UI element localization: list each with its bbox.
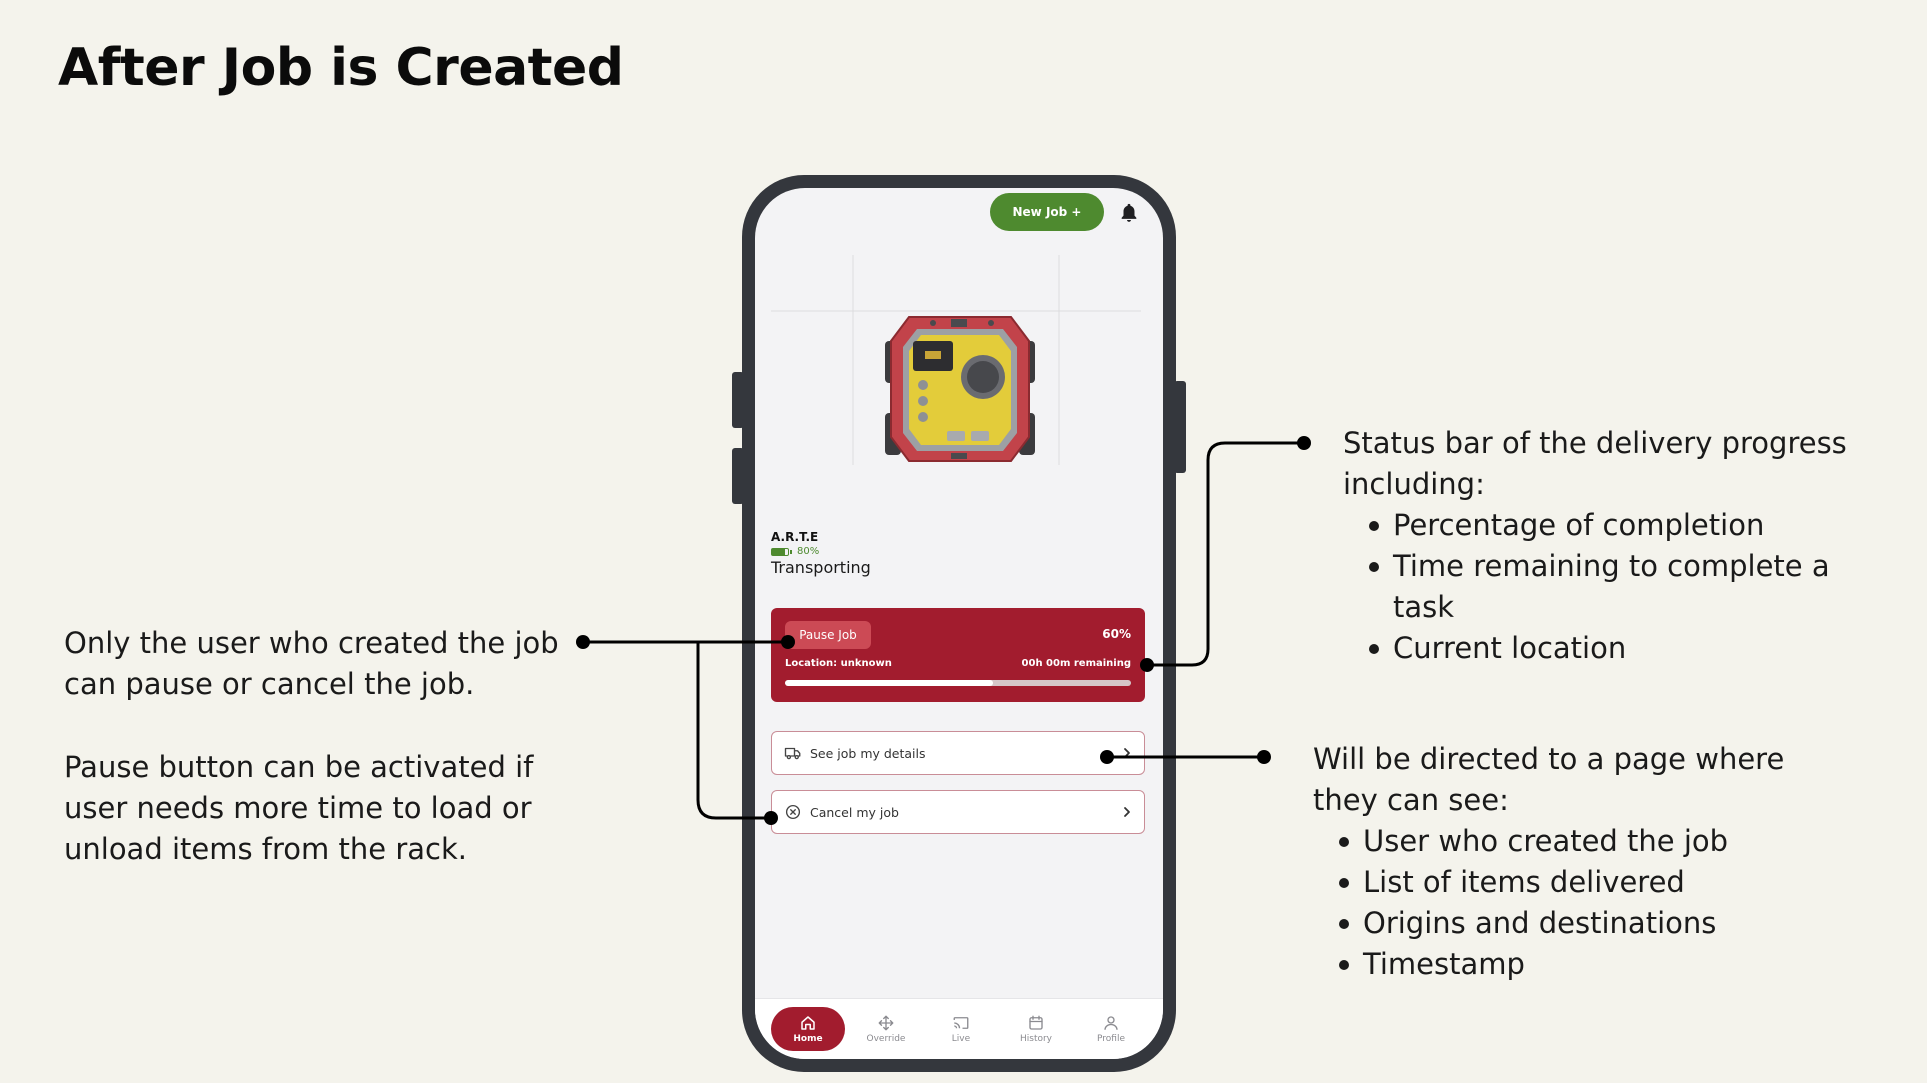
- current-location: Location: unknown: [785, 658, 892, 669]
- close-circle-icon: [785, 804, 801, 820]
- note-status-bar-intro: Status bar of the delivery progress incl…: [1343, 426, 1847, 501]
- nav-item-profile[interactable]: Profile: [1076, 1007, 1146, 1051]
- nav-item-live[interactable]: Live: [926, 1007, 996, 1051]
- cancel-job-label: Cancel my job: [810, 804, 899, 820]
- note-pause-cancel-text: Only the user who created the job can pa…: [64, 626, 559, 701]
- robot-status: Transporting: [771, 558, 871, 577]
- progress-bar: [785, 680, 1131, 686]
- cancel-job-button[interactable]: Cancel my job: [771, 790, 1145, 834]
- note-pause-cancel: Only the user who created the job can pa…: [64, 623, 584, 870]
- battery-icon: [771, 547, 792, 556]
- note-job-details: Will be directed to a page where they ca…: [1313, 739, 1853, 985]
- note-bullet: List of items delivered: [1339, 862, 1853, 903]
- slide-title: After Job is Created: [58, 38, 624, 98]
- progress-fill: [785, 680, 993, 686]
- note-bullet: User who created the job: [1339, 821, 1853, 862]
- home-icon: [801, 1016, 815, 1030]
- nav-label: Override: [866, 1034, 906, 1044]
- note-bullet: Current location: [1369, 628, 1883, 669]
- note-status-bar-list: Percentage of completion Time remaining …: [1343, 505, 1883, 669]
- note-bullet: Percentage of completion: [1369, 505, 1883, 546]
- app-screen: New Job +: [755, 188, 1163, 1059]
- note-job-details-intro: Will be directed to a page where they ca…: [1313, 742, 1785, 817]
- cast-icon: [953, 1017, 969, 1029]
- note-status-bar: Status bar of the delivery progress incl…: [1343, 423, 1883, 669]
- battery-indicator: 80%: [771, 546, 819, 557]
- note-bullet: Timestamp: [1339, 944, 1853, 985]
- nav-label: Profile: [1097, 1034, 1125, 1044]
- time-remaining: 00h 00m remaining: [1021, 658, 1131, 669]
- pause-job-button[interactable]: Pause Job: [785, 621, 871, 649]
- note-job-details-list: User who created the job List of items d…: [1313, 821, 1853, 985]
- see-job-details-label: See job my details: [810, 745, 926, 761]
- bell-icon[interactable]: [1118, 201, 1140, 225]
- phone-volume-down-button: [732, 448, 744, 504]
- robot-name: A.R.T.E: [771, 530, 819, 544]
- nav-item-override[interactable]: Override: [851, 1007, 921, 1051]
- battery-fill: [772, 548, 785, 555]
- see-job-details-button[interactable]: See job my details: [771, 731, 1145, 775]
- phone-power-button: [1174, 381, 1186, 473]
- phone-mockup: New Job +: [732, 175, 1186, 1072]
- note-bullet: Time remaining to complete a task: [1369, 546, 1883, 628]
- battery-percent: 80%: [797, 546, 820, 557]
- job-status-card: Pause Job 60% Location: unknown 00h 00m …: [771, 608, 1145, 702]
- new-job-button[interactable]: New Job +: [990, 193, 1104, 231]
- user-icon: [1104, 1016, 1118, 1030]
- nav-label: Live: [951, 1034, 971, 1044]
- robot-image: [771, 255, 1141, 465]
- note-bullet: Origins and destinations: [1339, 903, 1853, 944]
- nav-item-history[interactable]: History: [1001, 1007, 1071, 1051]
- nav-item-home[interactable]: Home: [771, 1007, 845, 1051]
- calendar-icon: [1029, 1015, 1043, 1030]
- phone-volume-up-button: [732, 372, 744, 428]
- nav-label: Home: [793, 1034, 823, 1044]
- truck-icon: [784, 747, 801, 760]
- bottom-nav: Home Override Live Histor: [755, 998, 1163, 1059]
- chevron-right-icon: [1124, 807, 1130, 817]
- move-icon: [878, 1015, 894, 1031]
- completion-percent: 60%: [1102, 627, 1131, 641]
- note-pause-reason-text: Pause button can be activated if user ne…: [64, 750, 534, 866]
- chevron-right-icon: [1124, 748, 1130, 758]
- nav-label: History: [1019, 1034, 1053, 1044]
